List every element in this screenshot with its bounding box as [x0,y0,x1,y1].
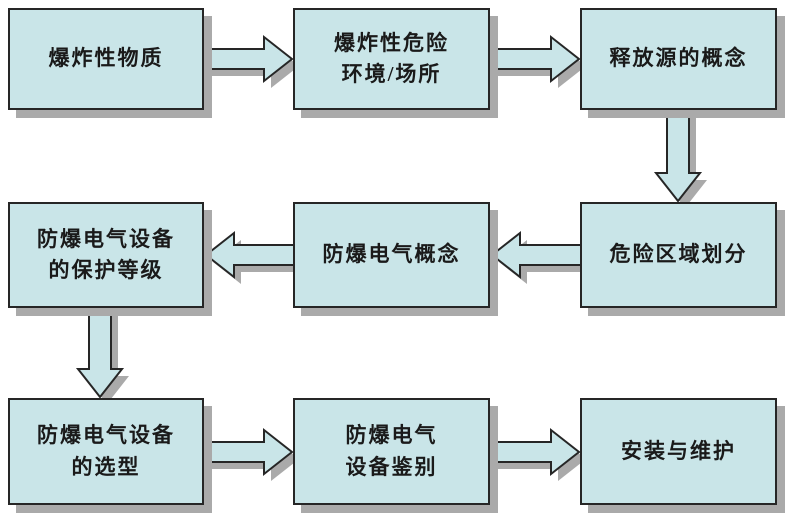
flow-box-label: 释放源的概念 [609,46,748,71]
arrow-protection-level-to-selection-icon [75,305,129,404]
flow-box-hazardous-area-division: 危险区域划分 [580,202,777,308]
flow-box-equipment-protection-level: 防爆电气设备 的保护等级 [8,202,204,308]
arrow-selection-to-identification-icon [201,427,299,481]
arrow-identification-to-installation-icon [487,427,586,481]
flow-box-equipment-identification: 防爆电气 设备鉴别 [293,398,490,505]
flow-box-equipment-selection: 防爆电气设备 的选型 [8,398,204,505]
arrow-release-source-to-area-division-icon [653,107,707,208]
flow-box-explosive-substance: 爆炸性物质 [8,8,204,110]
flow-box-installation-maintenance: 安装与维护 [580,398,777,505]
arrow-area-division-to-concept-icon [490,230,589,284]
flow-box-hazardous-environment: 爆炸性危险 环境/场所 [293,8,490,110]
arrow-substance-to-environment-icon [201,34,299,88]
flow-box-label: 防爆电气概念 [322,242,461,267]
arrow-environment-to-release-source-icon [487,34,586,88]
flow-box-exproof-electric-concept: 防爆电气概念 [293,202,490,308]
arrow-concept-to-protection-level-icon [204,230,302,284]
flow-box-label: 爆炸性物质 [48,46,164,71]
flow-box-label: 爆炸性危险 环境/场所 [334,30,449,87]
flow-box-label: 安装与维护 [621,438,736,463]
flow-box-label: 危险区域划分 [609,242,748,267]
flow-box-label: 防爆电气设备 的选型 [37,423,175,479]
flow-box-release-source-concept: 释放源的概念 [580,8,777,110]
flow-box-label: 防爆电气 设备鉴别 [345,423,438,479]
flow-box-label: 防爆电气设备 的保护等级 [37,226,175,283]
